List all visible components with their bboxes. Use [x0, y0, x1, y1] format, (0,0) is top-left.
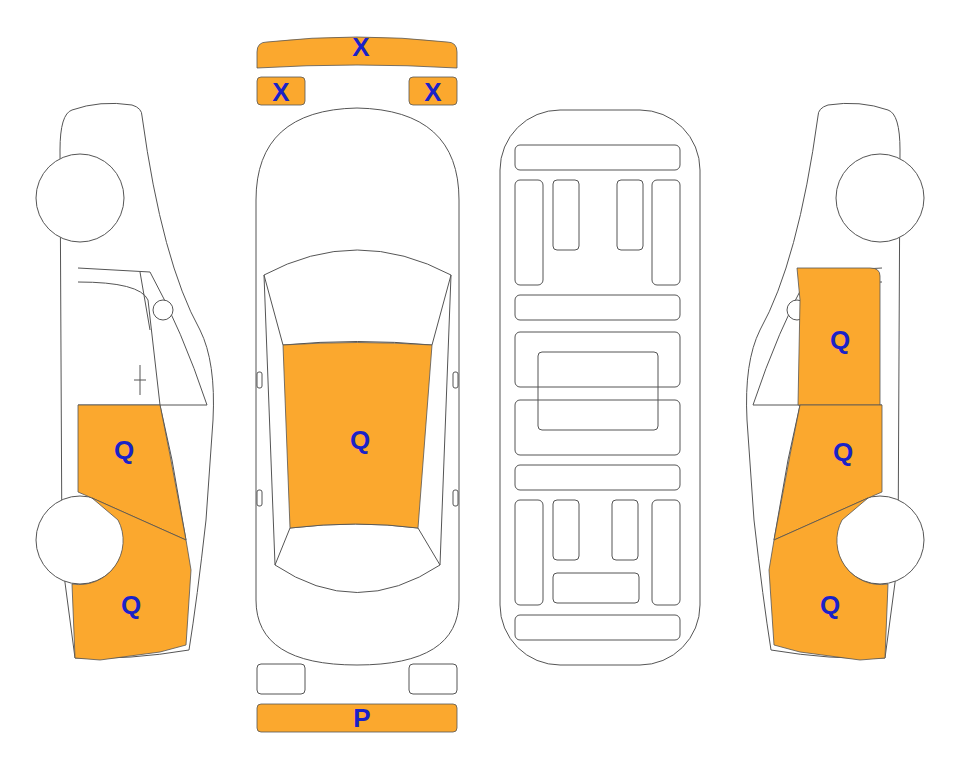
damage-code: X [272, 79, 289, 105]
damage-code: X [352, 34, 369, 60]
damage-code: Q [121, 592, 141, 618]
damage-code: Q [830, 327, 850, 353]
rear-fender-panel: Q [768, 495, 890, 662]
damage-area [409, 77, 457, 105]
damage-code: P [353, 705, 370, 731]
panel-shape [768, 495, 890, 662]
roof-panel: Q [281, 338, 434, 530]
underbody-view [500, 110, 700, 665]
front-door-panel: Q [795, 266, 883, 408]
panel-shape [70, 495, 192, 662]
rear-bumper-panel: P [255, 702, 459, 734]
damage-code: Q [114, 437, 134, 463]
damage-code: X [424, 79, 441, 105]
damage-code: Q [833, 439, 853, 465]
damage-area [769, 498, 888, 660]
front-bumper-panel: X [255, 36, 459, 72]
top-view [256, 108, 459, 694]
damage-code: Q [350, 427, 370, 453]
damage-area [797, 268, 880, 405]
damage-area [72, 498, 191, 660]
headlight-panel: X [407, 75, 459, 107]
damage-area [283, 343, 432, 529]
headlight-panel: X [255, 75, 307, 107]
damage-area [257, 77, 305, 105]
damage-area [257, 704, 457, 732]
damage-code: Q [820, 592, 840, 618]
rear-fender-panel: Q [70, 495, 192, 662]
